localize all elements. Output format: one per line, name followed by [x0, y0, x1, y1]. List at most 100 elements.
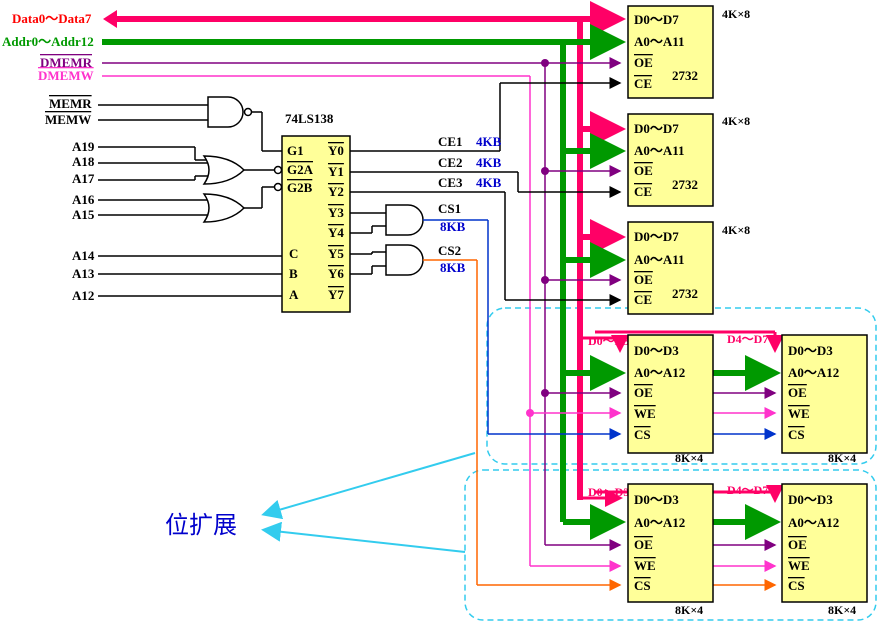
rom1-pin-ce: CE — [634, 76, 652, 91]
ram2b-pin-data: D0～D3 — [788, 492, 833, 507]
annotation-arrow-1 — [261, 452, 476, 520]
decoder-pin-y6: Y6 — [328, 266, 344, 281]
or-gate-a16-a15 — [202, 193, 246, 223]
rom2-pin-oe: OE — [634, 163, 653, 178]
address-bus-label: Addr0～Addr12 — [2, 34, 94, 49]
rom3-org: 4K×8 — [722, 223, 750, 237]
decoder-chip — [281, 135, 351, 313]
rom1-pin-addr: A0～A11 — [634, 34, 685, 49]
ram-g1-high-nibble: D4～D7 — [727, 332, 768, 346]
ram2b-pin-oe: OE — [788, 537, 807, 552]
ce1-size: 4KB — [476, 134, 502, 149]
ce3-size: 4KB — [476, 175, 502, 190]
rom2-pin-addr: A0～A11 — [634, 143, 685, 158]
ram1b-pin-addr: A0～A12 — [788, 365, 839, 380]
g2a-inverter-bubble — [273, 165, 283, 175]
a12-label: A12 — [72, 288, 94, 303]
a18-label: A18 — [72, 154, 95, 169]
memw-label: MEMW — [45, 112, 91, 127]
ram1b-pin-oe: OE — [788, 385, 807, 400]
a13-label: A13 — [72, 266, 95, 281]
ram2b-pin-we: WE — [788, 558, 810, 573]
dmemw-junction — [526, 409, 534, 417]
rom1-pin-oe: OE — [634, 55, 653, 70]
ram-chip-2b: D0～D3 A0～A12 OE WE CS — [781, 483, 868, 603]
decoder-pin-y7: Y7 — [328, 287, 344, 302]
decoder-pin-y2: Y2 — [328, 184, 344, 199]
ram1b-org: 8K×4 — [828, 451, 856, 465]
decoder-pin-y3: Y3 — [328, 205, 344, 220]
ce2-size: 4KB — [476, 155, 502, 170]
bit-expansion-annotation: 位扩展 — [165, 511, 237, 539]
a14-label: A14 — [72, 248, 95, 263]
ram2b-pin-cs: CS — [788, 578, 805, 593]
rom3-pin-data: D0～D7 — [634, 229, 679, 244]
rom2-pin-data: D0～D7 — [634, 121, 679, 136]
g2b-inverter-bubble — [273, 182, 283, 192]
ram2a-org: 8K×4 — [675, 603, 703, 617]
decoder-pin-y4: Y4 — [328, 225, 344, 240]
memr-label: MEMR — [49, 96, 92, 111]
and-gate-cs1 — [385, 204, 424, 236]
ram2a-pin-oe: OE — [634, 537, 653, 552]
ram1a-pin-we: WE — [634, 406, 656, 421]
ram2a-pin-cs: CS — [634, 578, 651, 593]
cs1-label: CS1 — [438, 201, 461, 216]
ram1a-pin-data: D0～D3 — [634, 343, 679, 358]
rom2-part: 2732 — [672, 177, 698, 192]
data-bus-label: Data0～Data7 — [12, 11, 92, 26]
cs2-label: CS2 — [438, 243, 461, 258]
cs1-line — [423, 219, 777, 440]
dmemr-junctions — [541, 59, 549, 397]
decoder-pin-b: B — [289, 266, 298, 281]
a17-label: A17 — [72, 171, 95, 186]
and-gate-cs2 — [385, 244, 424, 276]
decoder-pin-y0: Y0 — [328, 143, 344, 158]
decoder-pin-a: A — [289, 287, 299, 302]
ram2a-pin-addr: A0～A12 — [634, 515, 685, 530]
ram2b-pin-addr: A0～A12 — [788, 515, 839, 530]
ce1-label: CE1 — [438, 134, 463, 149]
rom1-pin-data: D0～D7 — [634, 12, 679, 27]
ram1a-org: 8K×4 — [675, 451, 703, 465]
rom3-part: 2732 — [672, 286, 698, 301]
decoder-pin-g2b: G2B — [287, 180, 313, 195]
nand-gate — [207, 96, 253, 128]
rom-chip-2: D0～D7 A0～A11 OE CE 2732 — [627, 113, 714, 207]
rom2-org: 4K×8 — [722, 114, 750, 128]
decoder-pin-g2a: G2A — [287, 162, 314, 177]
rom3-pin-addr: A0～A11 — [634, 252, 685, 267]
ram1b-pin-data: D0～D3 — [788, 343, 833, 358]
decoder-pin-y5: Y5 — [328, 246, 344, 261]
ram2a-pin-we: WE — [634, 558, 656, 573]
or-gate-a19-a17 — [202, 155, 246, 185]
ce3-label: CE3 — [438, 175, 463, 190]
ram2a-pin-data: D0～D3 — [634, 492, 679, 507]
ram1a-pin-addr: A0～A12 — [634, 365, 685, 380]
rom1-org: 4K×8 — [722, 7, 750, 21]
ram-g1-low-nibble: D0～D3 — [588, 334, 629, 348]
rom-chip-3: D0～D7 A0～A11 OE CE 2732 — [627, 221, 714, 315]
ram1a-pin-oe: OE — [634, 385, 653, 400]
ram1b-pin-cs: CS — [788, 427, 805, 442]
decoder-output-wires — [350, 77, 622, 306]
ram1b-pin-we: WE — [788, 406, 810, 421]
bit-expansion-group-2 — [464, 469, 877, 621]
ram-chip-2a: D0～D3 A0～A12 OE WE CS — [627, 483, 714, 603]
ce2-label: CE2 — [438, 155, 463, 170]
rom3-pin-ce: CE — [634, 292, 652, 307]
ram-g2-high-nibble: D4～D7 — [727, 483, 768, 497]
a15-label: A15 — [72, 207, 95, 222]
decoder-pin-y1: Y1 — [328, 164, 344, 179]
rom2-pin-ce: CE — [634, 184, 652, 199]
bit-expansion-group-1 — [486, 307, 877, 465]
a16-label: A16 — [72, 192, 95, 207]
cs2-size: 8KB — [440, 260, 466, 275]
input-wires — [98, 104, 282, 297]
decoder-pin-g1: G1 — [287, 143, 304, 158]
ram-chip-1b: D0～D3 A0～A12 OE WE CS — [781, 334, 868, 454]
decoder-pin-c: C — [289, 246, 298, 261]
ram-chip-1a: D0～D3 A0～A12 OE WE CS — [627, 334, 714, 454]
decoder-name: 74LS138 — [285, 111, 334, 126]
